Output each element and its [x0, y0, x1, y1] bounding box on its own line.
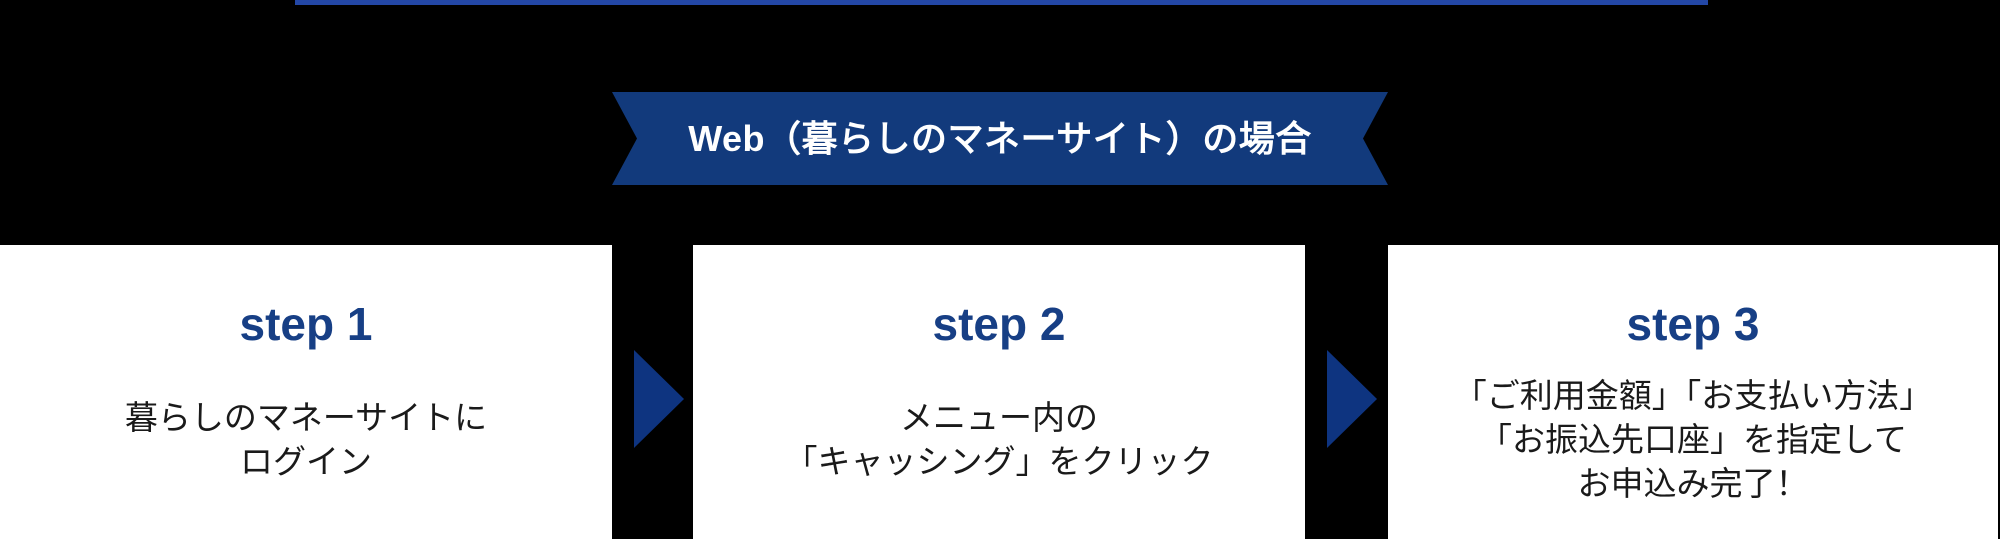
arrow-right-icon [1327, 350, 1377, 448]
step-2-description-line: 「キャッシング」をクリック [784, 443, 1214, 480]
step-card-3: step 3 「ご利用金額」「お支払い方法」 「お振込先口座」を指定して お申込… [1388, 245, 1998, 539]
step-3-description: 「ご利用金額」「お支払い方法」 「お振込先口座」を指定して お申込み完了！ [1454, 355, 1933, 525]
step-1-description-line: ログイン [240, 443, 372, 480]
step-2-label: step 2 [932, 298, 1066, 350]
step-card-2: step 2 メニュー内の 「キャッシング」をクリック [693, 245, 1305, 539]
step-card-1: step 1 暮らしのマネーサイトに ログイン [0, 245, 612, 539]
step-gap-1 [612, 245, 693, 539]
top-divider-bar [295, 0, 1708, 5]
step-gap-2 [1305, 245, 1388, 539]
step-3-description-line: 「ご利用金額」「お支払い方法」 [1453, 377, 1933, 414]
step-2-description: メニュー内の 「キャッシング」をクリック [785, 355, 1214, 525]
section-ribbon-banner: Web（暮らしのマネーサイト）の場合 [612, 92, 1388, 185]
section-title: Web（暮らしのマネーサイト）の場合 [688, 117, 1312, 159]
steps-row: step 1 暮らしのマネーサイトに ログイン step 2 メニュー内の 「キ… [0, 245, 2000, 539]
step-1-label: step 1 [239, 298, 373, 350]
step-1-description: 暮らしのマネーサイトに ログイン [125, 355, 487, 525]
step-3-description-line: 「お振込先口座」を指定して [1478, 421, 1907, 458]
step-2-description-line: メニュー内の [900, 399, 1098, 436]
step-1-description-line: 暮らしのマネーサイトに [124, 399, 488, 436]
arrow-right-icon [634, 350, 684, 448]
step-3-description-line: お申込み完了！ [1577, 465, 1809, 502]
step-3-label: step 3 [1626, 298, 1760, 350]
